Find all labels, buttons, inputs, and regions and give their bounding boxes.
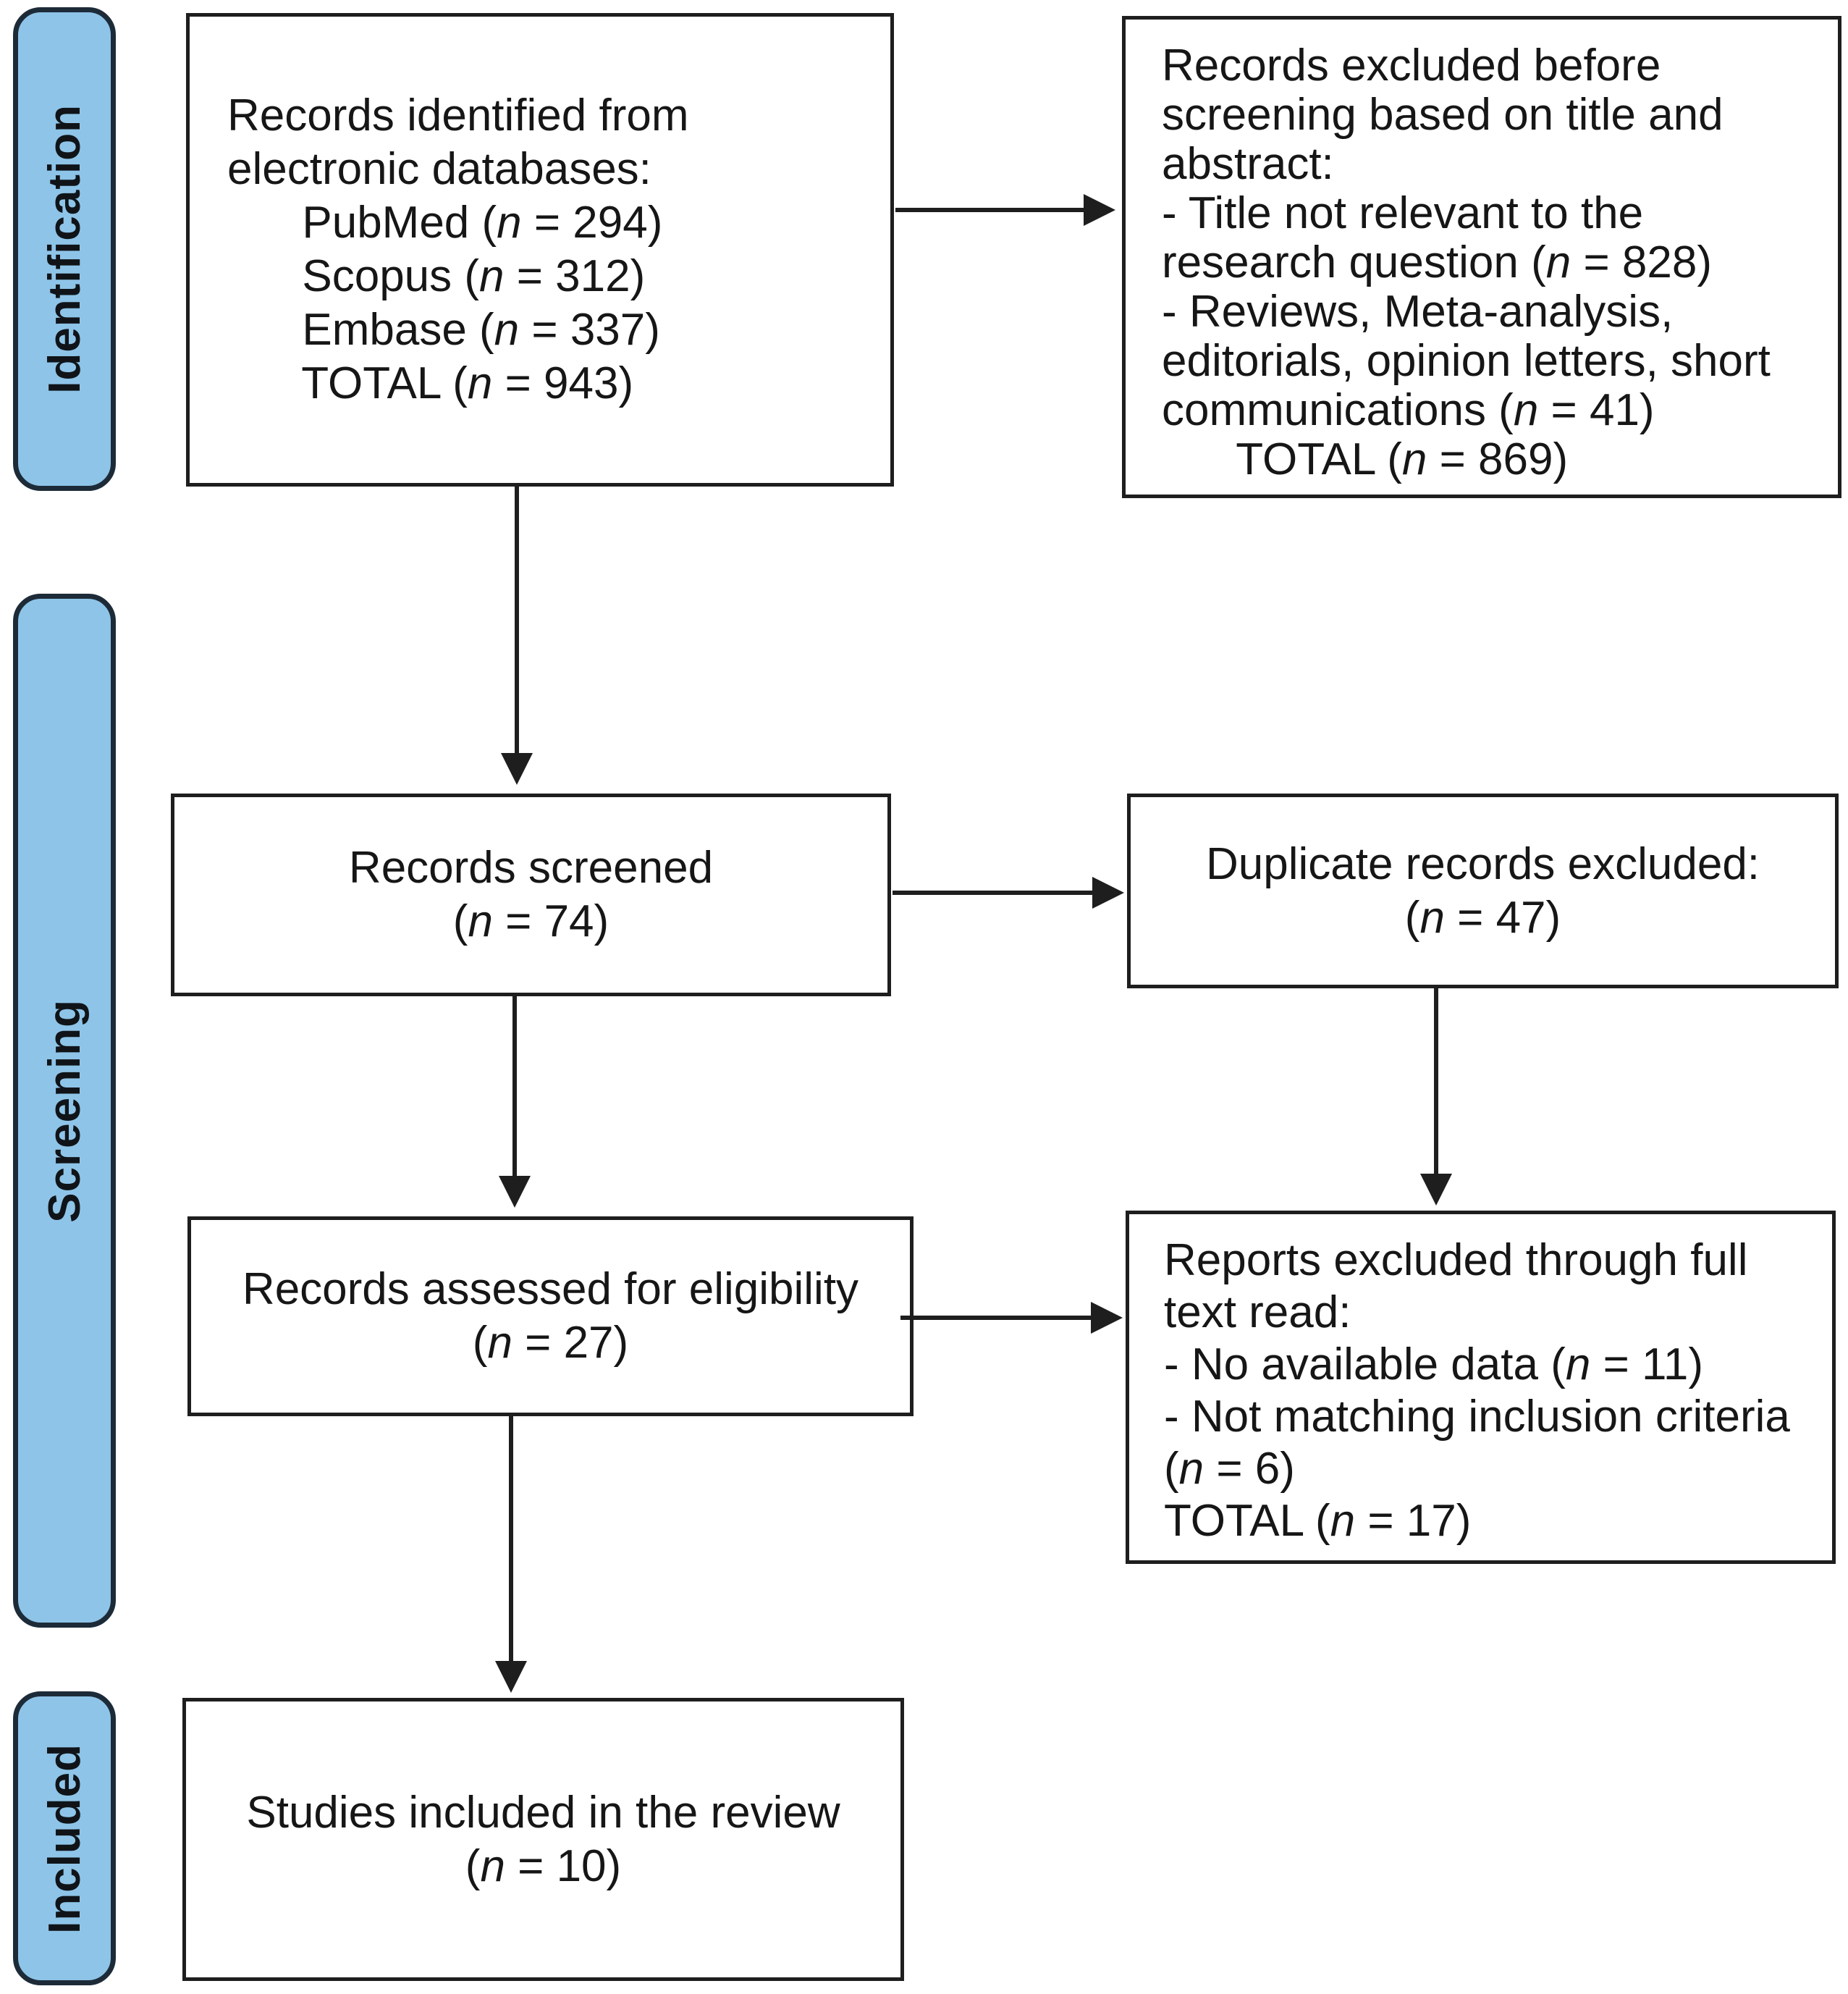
stage-label-identification: Identification	[39, 104, 90, 394]
arrow-assessed-to-included	[495, 1416, 527, 1693]
text-line: Records assessed for eligibility	[242, 1264, 859, 1314]
stage-tab-identification: Identification	[13, 7, 116, 491]
text-line: Duplicate records excluded:	[1205, 838, 1760, 889]
text-line: TOTAL (n = 17)	[1164, 1496, 1472, 1546]
text-line: research question (n = 828)	[1162, 237, 1712, 287]
text-line: Scopus (n = 312)	[227, 251, 646, 301]
stage-tab-included: Included	[13, 1691, 116, 1985]
stage-tab-screening: Screening	[13, 594, 116, 1628]
box-text-studies-included: Studies included in the review(n = 10)	[246, 1786, 840, 1893]
arrowhead-right-icon	[1084, 194, 1115, 226]
arrowhead-down-icon	[495, 1661, 527, 1693]
text-line: screening based on title and	[1162, 90, 1723, 140]
box-records-assessed: Records assessed for eligibility(n = 27)	[187, 1216, 914, 1416]
text-line: - Not matching inclusion criteria	[1164, 1392, 1790, 1442]
arrowhead-right-icon	[1092, 877, 1124, 909]
text-line: - Title not relevant to the	[1162, 188, 1644, 238]
text-line: abstract:	[1162, 139, 1334, 189]
text-line: TOTAL (n = 869)	[1162, 434, 1569, 484]
arrow-assessed-to-reports-excluded	[900, 1302, 1123, 1334]
text-line: text read:	[1164, 1287, 1351, 1337]
text-line: PubMed (n = 294)	[227, 198, 663, 248]
text-line: Records identified from	[227, 91, 689, 140]
box-studies-included: Studies included in the review(n = 10)	[182, 1698, 904, 1981]
text-line: (n = 10)	[465, 1841, 622, 1891]
text-line: (n = 6)	[1164, 1444, 1295, 1494]
arrow-identified-to-screened	[501, 487, 533, 785]
text-line: TOTAL (n = 943)	[227, 358, 634, 408]
arrowhead-down-icon	[1420, 1174, 1452, 1206]
stage-label-included: Included	[39, 1743, 90, 1934]
box-text-duplicates-excluded: Duplicate records excluded:(n = 47)	[1206, 838, 1760, 945]
text-line: (n = 47)	[1404, 892, 1561, 943]
text-line: - No available data (n = 11)	[1164, 1339, 1704, 1389]
text-line: Records excluded before	[1162, 41, 1661, 91]
text-line: Studies included in the review	[246, 1787, 840, 1838]
text-line: (n = 27)	[472, 1318, 629, 1368]
box-text-records-assessed: Records assessed for eligibility(n = 27)	[242, 1263, 858, 1370]
box-duplicates-excluded: Duplicate records excluded:(n = 47)	[1127, 794, 1839, 988]
arrowhead-down-icon	[501, 753, 533, 785]
box-text-records-screened: Records screened(n = 74)	[349, 841, 713, 948]
arrowhead-down-icon	[499, 1176, 531, 1208]
text-line: (n = 74)	[452, 896, 609, 946]
text-line: Records screened	[348, 843, 714, 893]
text-line: Embase (n = 337)	[227, 305, 660, 355]
text-line: editorials, opinion letters, short	[1162, 336, 1771, 386]
stage-label-screening: Screening	[39, 998, 90, 1223]
text-line: communications (n = 41)	[1162, 385, 1655, 435]
arrow-screened-to-assessed	[499, 996, 531, 1208]
arrow-screened-to-duplicates-excluded	[893, 877, 1124, 909]
arrow-duplicates-to-reports-excluded	[1420, 988, 1452, 1206]
box-records-screened: Records screened(n = 74)	[171, 794, 891, 996]
text-line: electronic databases:	[227, 144, 651, 194]
arrow-identified-to-excluded-before-screening	[895, 194, 1115, 226]
arrowhead-right-icon	[1091, 1302, 1123, 1334]
text-line: - Reviews, Meta-analysis,	[1162, 287, 1674, 337]
text-line: Reports excluded through full	[1164, 1235, 1748, 1285]
